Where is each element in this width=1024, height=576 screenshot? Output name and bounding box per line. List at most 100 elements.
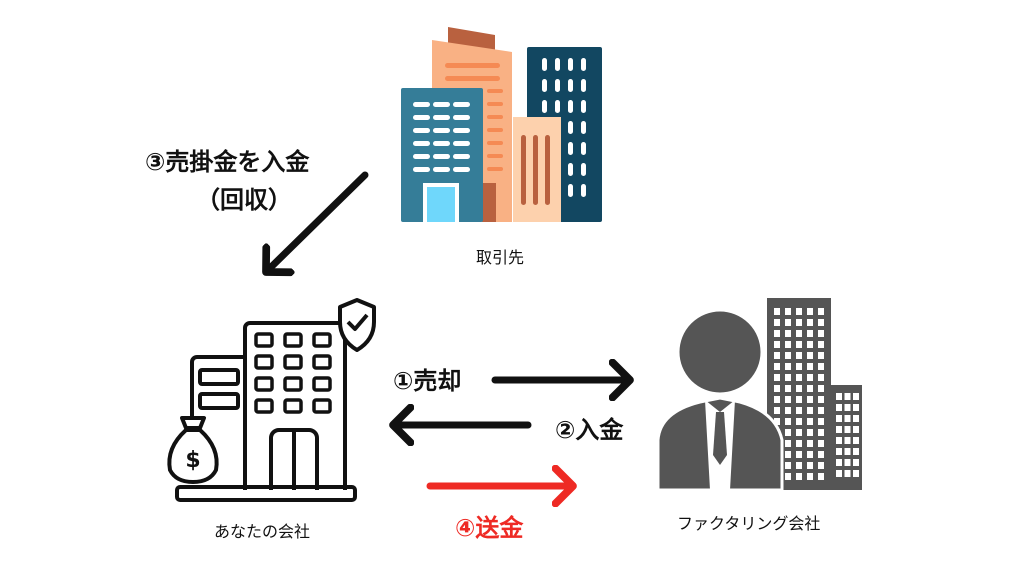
window	[836, 459, 842, 466]
window	[785, 429, 791, 436]
window	[818, 429, 824, 436]
window	[796, 429, 802, 436]
window	[785, 352, 791, 359]
step1-label: ①売却	[393, 367, 462, 395]
window	[807, 374, 813, 381]
window	[785, 440, 791, 447]
window	[818, 451, 824, 458]
window	[818, 330, 824, 337]
window	[853, 393, 859, 400]
window	[818, 308, 824, 315]
window	[796, 330, 802, 337]
window	[853, 404, 859, 411]
window	[807, 330, 813, 337]
window	[796, 363, 802, 370]
window	[774, 308, 780, 315]
window	[844, 459, 851, 466]
window	[836, 448, 842, 455]
window	[785, 319, 791, 326]
window	[796, 451, 802, 458]
arrow-step3	[266, 171, 369, 272]
your-company-building-icon	[167, 298, 376, 502]
window	[807, 440, 813, 447]
step3-label: ③売掛金を入金	[145, 148, 310, 176]
window	[796, 473, 802, 480]
window	[785, 341, 791, 348]
window	[785, 385, 791, 392]
window	[785, 308, 791, 315]
window	[785, 363, 791, 370]
window	[807, 451, 813, 458]
window	[774, 363, 780, 370]
window	[774, 352, 780, 359]
window	[807, 308, 813, 315]
window	[853, 437, 859, 444]
factoring-company-icon	[656, 298, 862, 492]
window	[844, 393, 851, 400]
window	[774, 418, 780, 425]
window	[774, 330, 780, 337]
client-label: 取引先	[476, 248, 525, 267]
window	[818, 363, 824, 370]
window	[818, 418, 824, 425]
window	[818, 473, 824, 480]
window	[807, 385, 813, 392]
window	[844, 415, 851, 422]
window	[818, 407, 824, 414]
step2-label: ②入金	[555, 416, 624, 444]
window	[774, 341, 780, 348]
window	[774, 396, 780, 403]
dollar-sign-icon: $	[185, 448, 200, 473]
step4-label: ④送金	[455, 514, 524, 542]
window	[844, 470, 851, 477]
window	[796, 385, 802, 392]
window	[807, 319, 813, 326]
window	[836, 404, 842, 411]
window	[796, 418, 802, 425]
window	[774, 385, 780, 392]
window	[853, 470, 859, 477]
window	[796, 319, 802, 326]
window	[807, 396, 813, 403]
window	[807, 429, 813, 436]
window	[807, 407, 813, 414]
window	[785, 374, 791, 381]
window	[785, 451, 791, 458]
window	[836, 393, 842, 400]
window	[853, 415, 859, 422]
window	[807, 418, 813, 425]
window	[844, 404, 851, 411]
window	[836, 470, 842, 477]
window	[796, 407, 802, 414]
window	[807, 462, 813, 469]
window	[774, 407, 780, 414]
window	[785, 407, 791, 414]
window	[785, 330, 791, 337]
window	[796, 374, 802, 381]
window	[774, 319, 780, 326]
window	[796, 462, 802, 469]
window	[796, 440, 802, 447]
factoring-company-label: ファクタリング会社	[677, 514, 821, 533]
window	[807, 473, 813, 480]
window	[774, 374, 780, 381]
window	[818, 462, 824, 469]
window	[785, 473, 791, 480]
your-company-label: あなたの会社	[214, 522, 311, 541]
window	[785, 396, 791, 403]
step3-sublabel: （回収）	[196, 186, 292, 214]
window	[785, 462, 791, 469]
window	[796, 396, 802, 403]
window	[818, 319, 824, 326]
window	[853, 426, 859, 433]
window	[818, 440, 824, 447]
window	[807, 363, 813, 370]
window	[796, 352, 802, 359]
window	[818, 385, 824, 392]
window	[853, 459, 859, 466]
window	[818, 374, 824, 381]
window	[844, 437, 851, 444]
client-buildings-icon	[401, 27, 602, 222]
window	[807, 352, 813, 359]
